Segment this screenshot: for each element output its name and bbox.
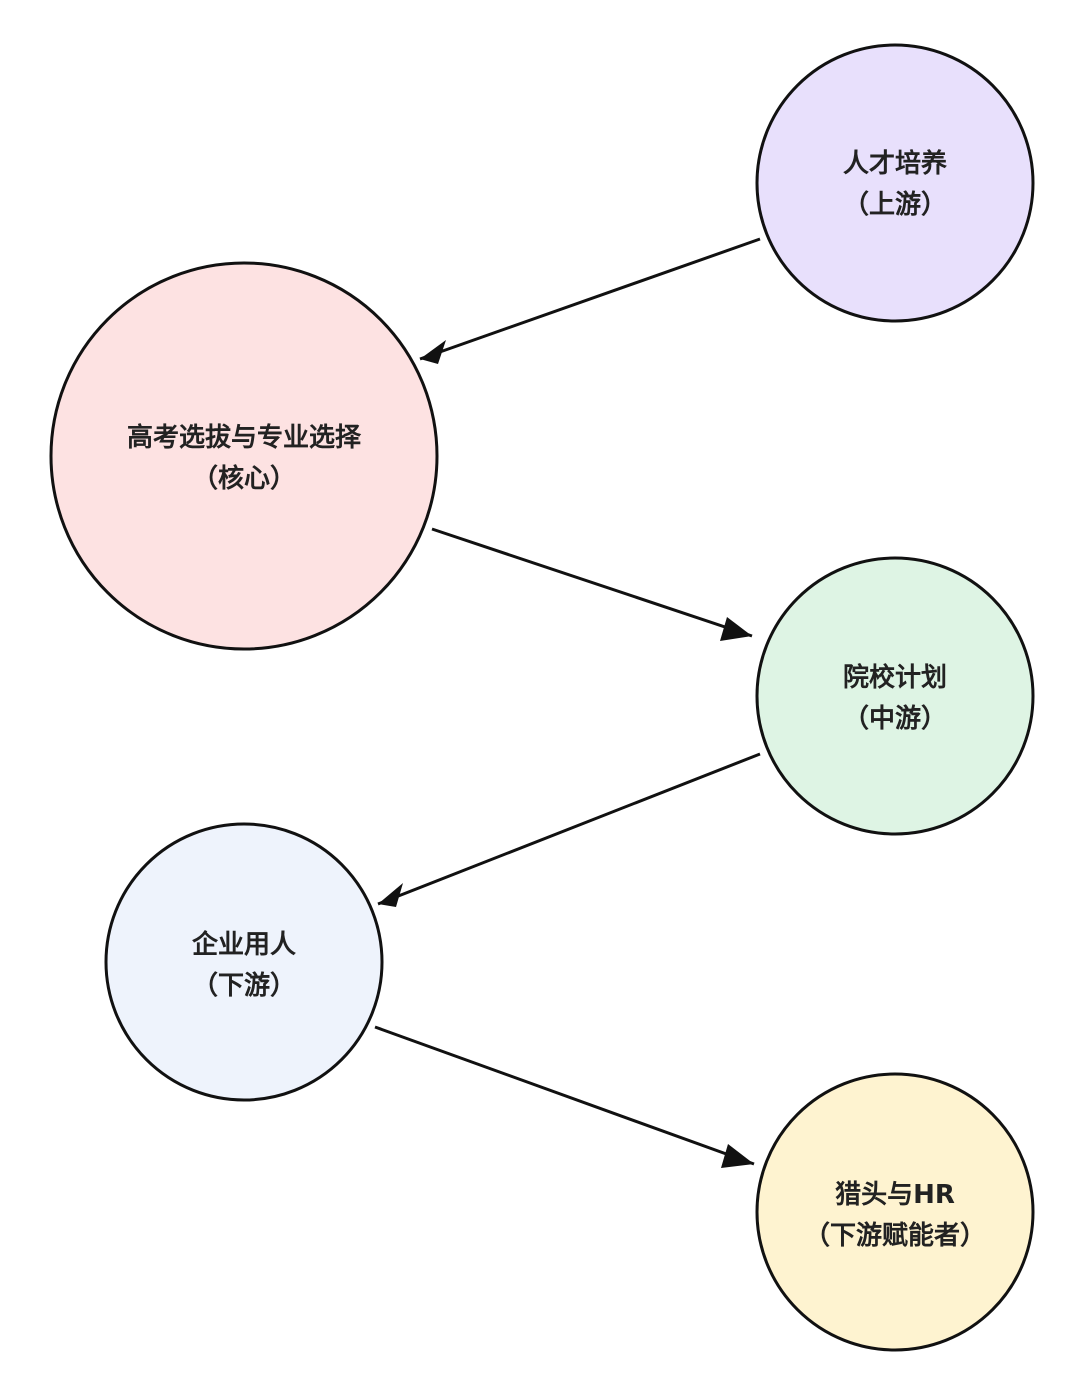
arrowhead-core-to-college <box>720 617 752 641</box>
node-core: 高考选拔与专业选择 （核心） <box>49 261 439 651</box>
arrowhead-enterprise-to-headhunter <box>721 1144 754 1168</box>
arrow-enterprise-to-headhunter <box>374 1025 755 1166</box>
arrow-college-to-enterprise <box>377 752 761 906</box>
node-core-title: 高考选拔与专业选择 <box>127 422 362 453</box>
node-college-subtitle: （中游） <box>843 704 947 734</box>
arrowhead-college-to-enterprise <box>378 883 403 907</box>
node-headhunter-subtitle: （下游赋能者） <box>804 1220 986 1251</box>
node-enterprise-circle <box>104 822 384 1102</box>
node-core-circle <box>49 261 439 651</box>
node-headhunter-circle <box>755 1072 1035 1352</box>
node-talent-subtitle: （上游） <box>843 190 947 220</box>
node-talent: 人才培养 （上游） <box>755 43 1035 323</box>
node-college-circle <box>755 556 1035 836</box>
arrow-talent-to-core <box>419 237 761 361</box>
node-talent-circle <box>755 43 1035 323</box>
node-talent-title: 人才培养 <box>843 148 947 179</box>
arrowhead-talent-to-core <box>420 340 446 364</box>
node-enterprise: 企业用人 （下游） <box>104 822 384 1102</box>
node-enterprise-subtitle: （下游） <box>192 971 296 1001</box>
edges <box>374 237 761 1168</box>
arrow-core-to-college <box>431 527 753 638</box>
node-core-subtitle: （核心） <box>192 463 296 494</box>
node-enterprise-title: 企业用人 <box>192 929 296 960</box>
node-headhunter-title: 猎头与HR <box>835 1180 955 1210</box>
node-college: 院校计划 （中游） <box>755 556 1035 836</box>
node-headhunter: 猎头与HR （下游赋能者） <box>755 1072 1035 1352</box>
node-college-title: 院校计划 <box>843 662 947 693</box>
